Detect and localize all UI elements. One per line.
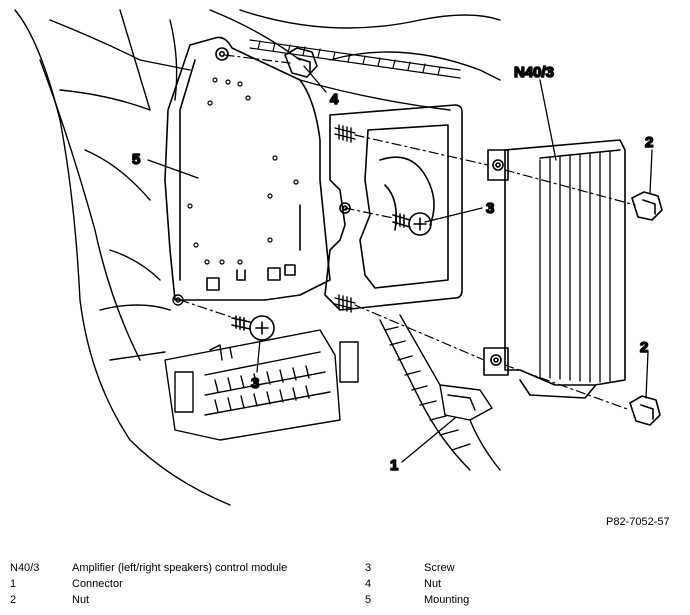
legend-code: 5: [365, 594, 372, 606]
legend-desc: Mounting: [424, 594, 470, 606]
screw-3-center: [392, 212, 432, 236]
fuse-box: [109, 329, 359, 441]
callout-n40-3: N40/3: [514, 64, 554, 81]
callout-2-upper: 2: [645, 134, 653, 151]
legend: N40/3 Amplifier (left/right speakers) co…: [10, 560, 680, 608]
legend-code: N40/3: [10, 562, 40, 574]
legend-code: 3: [365, 562, 372, 574]
legend-row: N40/3 Amplifier (left/right speakers) co…: [10, 560, 680, 576]
nut-4: [284, 47, 318, 78]
legend-desc: Nut: [72, 594, 90, 606]
mounting-plate: [164, 36, 331, 301]
bracket-studs: [172, 124, 356, 313]
amplifier-cooling-fins: [539, 151, 611, 383]
legend-code: 2: [10, 594, 17, 606]
callout-2-lower: 2: [640, 339, 648, 356]
legend-row: 2 Nut 5 Mounting: [10, 592, 680, 608]
callout-3-center: 3: [486, 200, 494, 217]
exploded-view-drawing: N40/3 2 2 3 3 4 5 1: [14, 9, 663, 506]
legend-code: 4: [365, 578, 372, 590]
assembly-lines: [179, 54, 636, 411]
nut-2-upper: [631, 191, 663, 221]
nut-2-lower: [629, 395, 661, 426]
legend-desc: Screw: [424, 562, 455, 574]
connector-and-harness: [379, 314, 501, 471]
figure-reference: P82-7052-57: [606, 516, 670, 528]
cable-spring: [249, 39, 461, 79]
callout-4: 4: [330, 91, 339, 108]
legend-desc: Amplifier (left/right speakers) control …: [72, 562, 288, 574]
callout-3-lower: 3: [251, 375, 259, 392]
legend-desc: Connector: [72, 578, 123, 590]
legend-row: 1 Connector 4 Nut: [10, 576, 680, 592]
callout-1: 1: [390, 457, 398, 474]
screw-3-lower: [231, 315, 275, 341]
vehicle-body-trim: [14, 9, 501, 506]
legend-desc: Nut: [424, 578, 442, 590]
amplifier-module: [483, 139, 626, 399]
callout-5: 5: [132, 151, 140, 168]
legend-code: 1: [10, 578, 17, 590]
mounting-bracket: [324, 104, 463, 311]
plate-holes: [187, 77, 299, 265]
leader-lines: [147, 65, 653, 463]
